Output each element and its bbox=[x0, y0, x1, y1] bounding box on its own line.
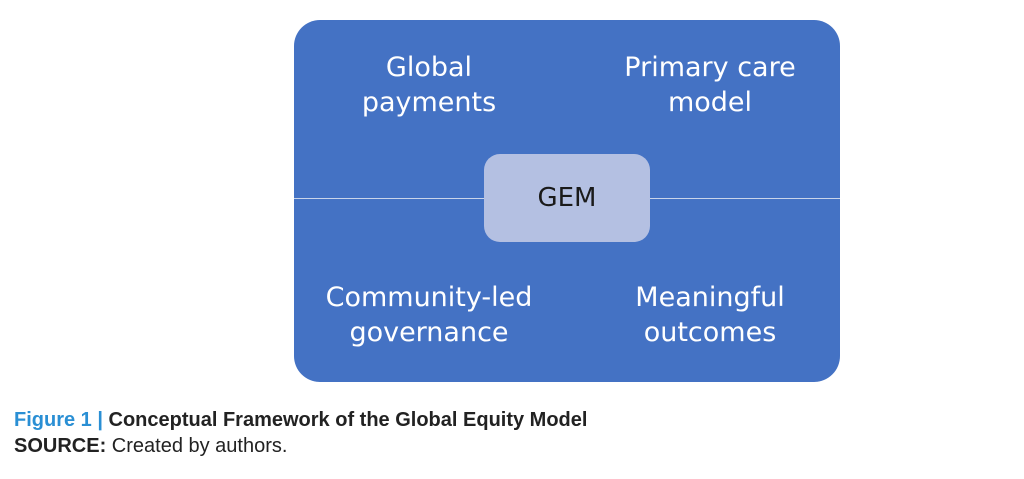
quadrant-meaningful-outcomes: Meaningful outcomes bbox=[600, 280, 820, 350]
quadrant-text-line: Global bbox=[385, 52, 473, 83]
quadrant-text-line: Primary care bbox=[624, 52, 796, 83]
quadrant-primary-care-model: Primary care model bbox=[600, 50, 820, 120]
quadrant-text-line: model bbox=[667, 87, 753, 118]
quadrant-text-line: outcomes bbox=[643, 317, 777, 348]
source-label: SOURCE: bbox=[14, 435, 107, 457]
figure-caption: Figure 1 | Conceptual Framework of the G… bbox=[14, 408, 587, 432]
framework-diagram: Global payments Primary care model Commu… bbox=[294, 20, 840, 382]
quadrant-text-line: Meaningful bbox=[635, 282, 785, 313]
center-node-gem: GEM bbox=[484, 154, 650, 242]
figure-source: SOURCE: Created by authors. bbox=[14, 434, 287, 458]
quadrant-text-line: governance bbox=[349, 317, 509, 348]
source-text: Created by authors. bbox=[111, 435, 288, 457]
quadrant-text-line: payments bbox=[361, 87, 497, 118]
quadrant-global-payments: Global payments bbox=[329, 50, 529, 120]
quadrant-text-line: Community-led bbox=[325, 282, 533, 313]
figure-label: Figure 1 | bbox=[14, 409, 103, 431]
quadrant-community-led-governance: Community-led governance bbox=[314, 280, 544, 350]
figure-title: Conceptual Framework of the Global Equit… bbox=[108, 409, 588, 431]
